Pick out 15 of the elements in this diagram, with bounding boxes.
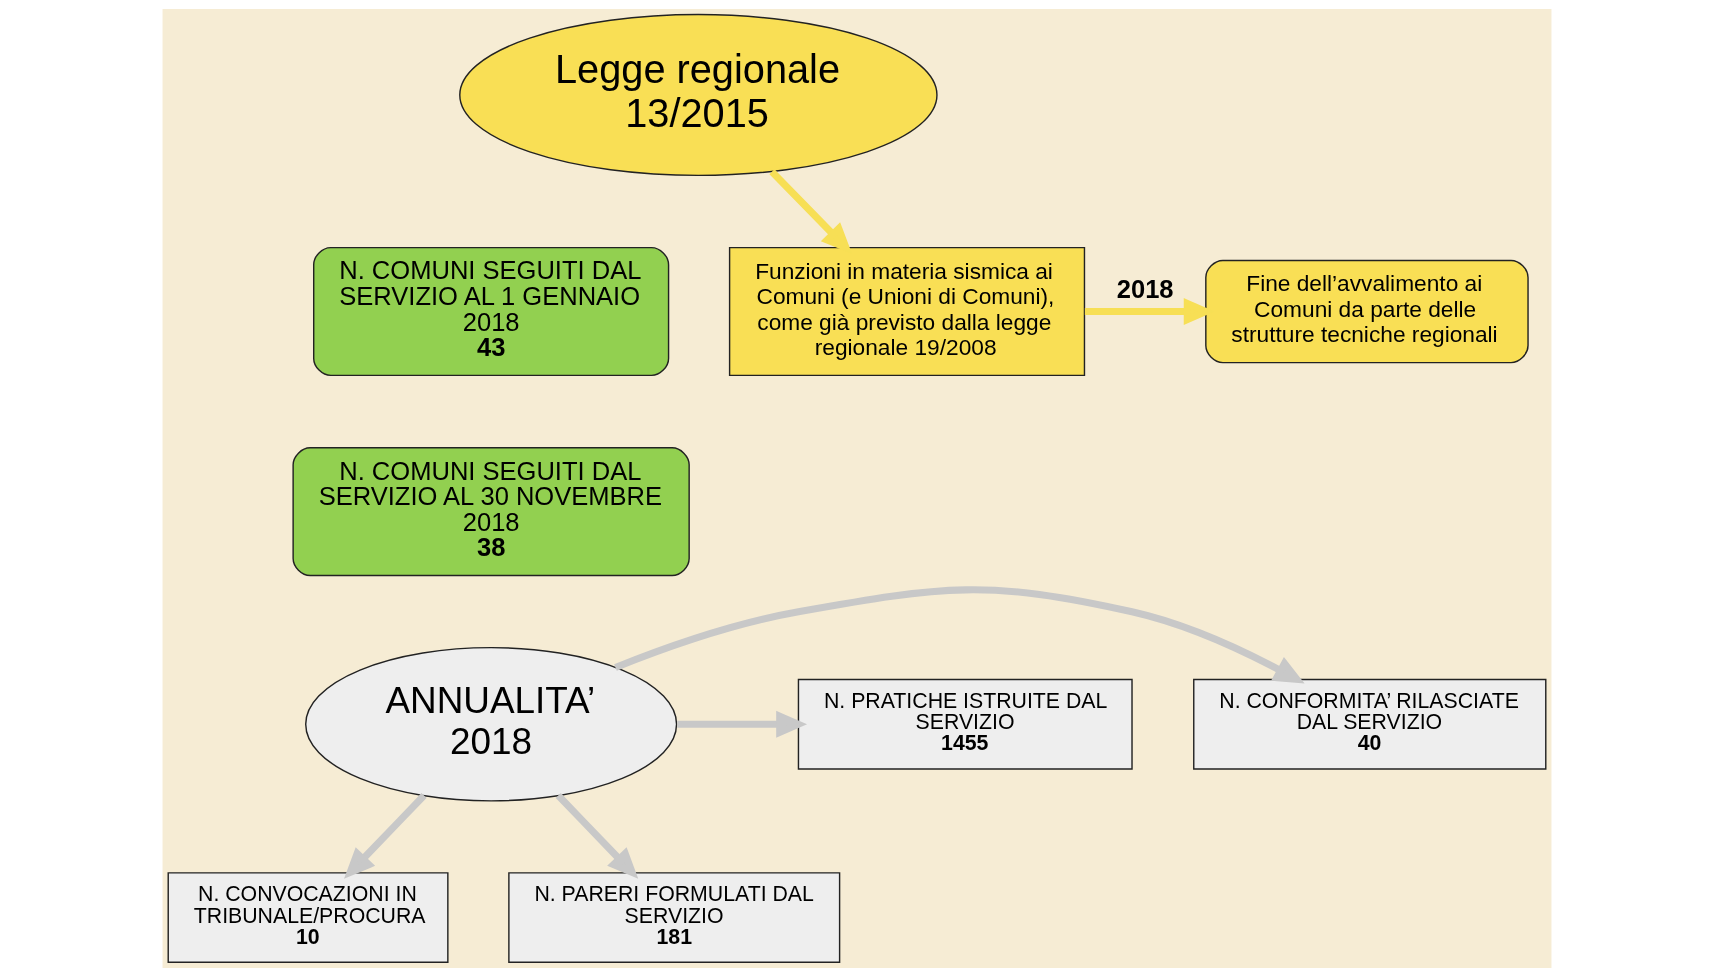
node-box: N. PARERI FORMULATI DAL SERVIZIO 181 bbox=[507, 871, 840, 963]
node-box: N. CONFORMITA’ RILASCIATE DAL SERVIZIO 40 bbox=[1192, 678, 1546, 770]
node-box: N. COMUNI SEGUITI DAL SERVIZIO AL 30 NOVEMBRE 2018 38 bbox=[291, 446, 690, 576]
edge-label: 2018 bbox=[1116, 274, 1174, 303]
arrow bbox=[555, 792, 638, 879]
node-box: N. CONVOCAZIONI IN TRIBUNALE/PROCURA 10 bbox=[167, 871, 449, 963]
arrow bbox=[343, 792, 427, 879]
node-ellipse: ANNUALITA’ 2018 bbox=[304, 646, 677, 802]
node-box: N. PRATICHE ISTRUITE DAL SERVIZIO 1455 bbox=[797, 678, 1133, 770]
arrow bbox=[613, 585, 1305, 684]
node-box: N. COMUNI SEGUITI DAL SERVIZIO AL 1 GENNAIO 2018 43 bbox=[312, 246, 669, 376]
node-ellipse: Legge regionale 13/2015 bbox=[458, 13, 938, 176]
node-box: Fine dell’avvalimento ai Comuni da parte delle strutture tecniche regionali bbox=[1204, 259, 1529, 363]
arrow bbox=[676, 710, 807, 738]
node-box: Funzioni in materia sismica ai Comuni (e Unioni di Comuni), come già previsto dalla legge regionale 19/2008 bbox=[728, 246, 1085, 376]
